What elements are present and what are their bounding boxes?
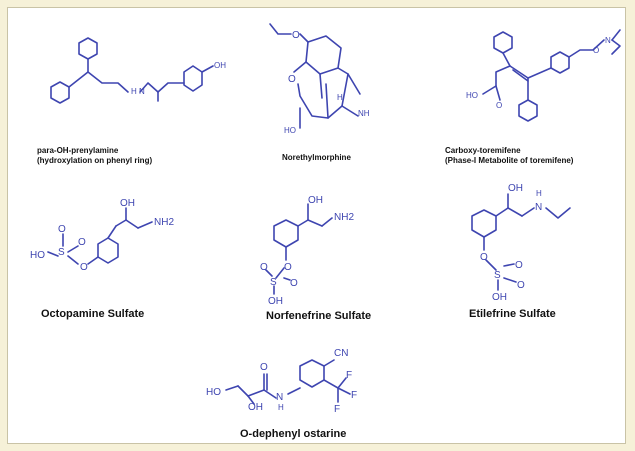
- atom-ho: HO: [466, 91, 478, 100]
- atom-o: O: [260, 262, 268, 273]
- caption-line-1: Carboxy-toremifene: [445, 146, 521, 155]
- atom-o: O: [515, 260, 523, 271]
- caption-line-1: para-OH-prenylamine: [37, 146, 119, 155]
- atom-oh: OH: [120, 198, 135, 209]
- caption-para-oh-prenylamine: para-OH-prenylamine (hydroxylation on ph…: [37, 146, 152, 166]
- atom-o: O: [517, 280, 525, 291]
- structure-para-oh-prenylamine: H N OH: [50, 37, 226, 104]
- atom-cn: CN: [334, 348, 348, 359]
- atom-oh: OH: [248, 402, 263, 413]
- atom-o: O: [290, 278, 298, 289]
- caption-norethylmorphine: Norethylmorphine: [282, 153, 351, 163]
- caption-carboxy-toremifene: Carboxy-toremifene (Phase-I Metabolite o…: [445, 146, 573, 166]
- caption-line-1: O-dephenyl ostarine: [240, 428, 347, 440]
- structure-carboxy-toremifene: O N HO O: [466, 29, 621, 122]
- atom-s: S: [270, 277, 277, 288]
- atom-h: H N: [131, 87, 145, 96]
- atom-o: O: [78, 237, 86, 248]
- atom-s: S: [494, 270, 501, 281]
- structure-norfenefrine-sulfate: OH NH2 O S O O OH: [260, 195, 354, 307]
- atom-h: H: [278, 403, 284, 412]
- caption-line-1: Norethylmorphine: [282, 153, 351, 162]
- caption-etilefrine-sulfate: Etilefrine Sulfate: [469, 308, 556, 321]
- atom-f: F: [351, 390, 357, 401]
- caption-line-1: Etilefrine Sulfate: [469, 308, 556, 320]
- atom-oh: OH: [268, 296, 283, 307]
- atom-oh: OH: [492, 292, 507, 303]
- atom-o: O: [80, 262, 88, 273]
- atom-o: O: [292, 30, 300, 41]
- structure-norethylmorphine: O O HO H NH: [269, 23, 370, 135]
- atom-o: O: [480, 252, 488, 263]
- caption-line-1: Norfenefrine Sulfate: [266, 310, 372, 322]
- atom-nh2: NH2: [154, 217, 174, 228]
- atom-n: N: [276, 392, 283, 403]
- atom-s: S: [58, 247, 65, 258]
- atom-ho: HO: [206, 387, 221, 398]
- atom-f: F: [334, 404, 340, 415]
- atom-ho: HO: [284, 126, 296, 135]
- caption-line-1: Octopamine Sulfate: [41, 308, 145, 320]
- atom-oh: OH: [308, 195, 323, 206]
- atom-ho: HO: [30, 250, 45, 261]
- caption-o-dephenyl-ostarine: O-dephenyl ostarine: [240, 428, 346, 441]
- atom-o: O: [260, 362, 268, 373]
- atom-nh: NH: [358, 109, 370, 118]
- structure-octopamine-sulfate: OH NH2 HO S O O O: [30, 198, 174, 273]
- structures-panel: H N OH para-OH-prenylamine (hydroxylatio…: [7, 7, 626, 444]
- atom-f: F: [346, 370, 352, 381]
- structure-o-dephenyl-ostarine: CN O HO OH N H F F F: [206, 348, 357, 415]
- atom-o: O: [593, 46, 599, 55]
- atom-nh2: NH2: [334, 212, 354, 223]
- caption-line-2: (Phase-I Metabolite of toremifene): [445, 156, 574, 165]
- atom-n: N: [605, 36, 611, 45]
- atom-o: O: [58, 224, 66, 235]
- atom-n: N: [535, 202, 542, 213]
- atom-h: H: [536, 189, 542, 198]
- caption-octopamine-sulfate: Octopamine Sulfate: [41, 308, 144, 321]
- atom-o: O: [284, 262, 292, 273]
- caption-norfenefrine-sulfate: Norfenefrine Sulfate: [266, 310, 371, 323]
- atom-h: H: [337, 93, 343, 102]
- structure-etilefrine-sulfate: OH H N O S O O OH: [471, 183, 571, 303]
- atom-oh: OH: [214, 61, 226, 70]
- atom-oh: OH: [508, 183, 523, 194]
- atom-o: O: [496, 101, 502, 110]
- caption-line-2: (hydroxylation on phenyl ring): [37, 156, 153, 165]
- atom-o: O: [288, 74, 296, 85]
